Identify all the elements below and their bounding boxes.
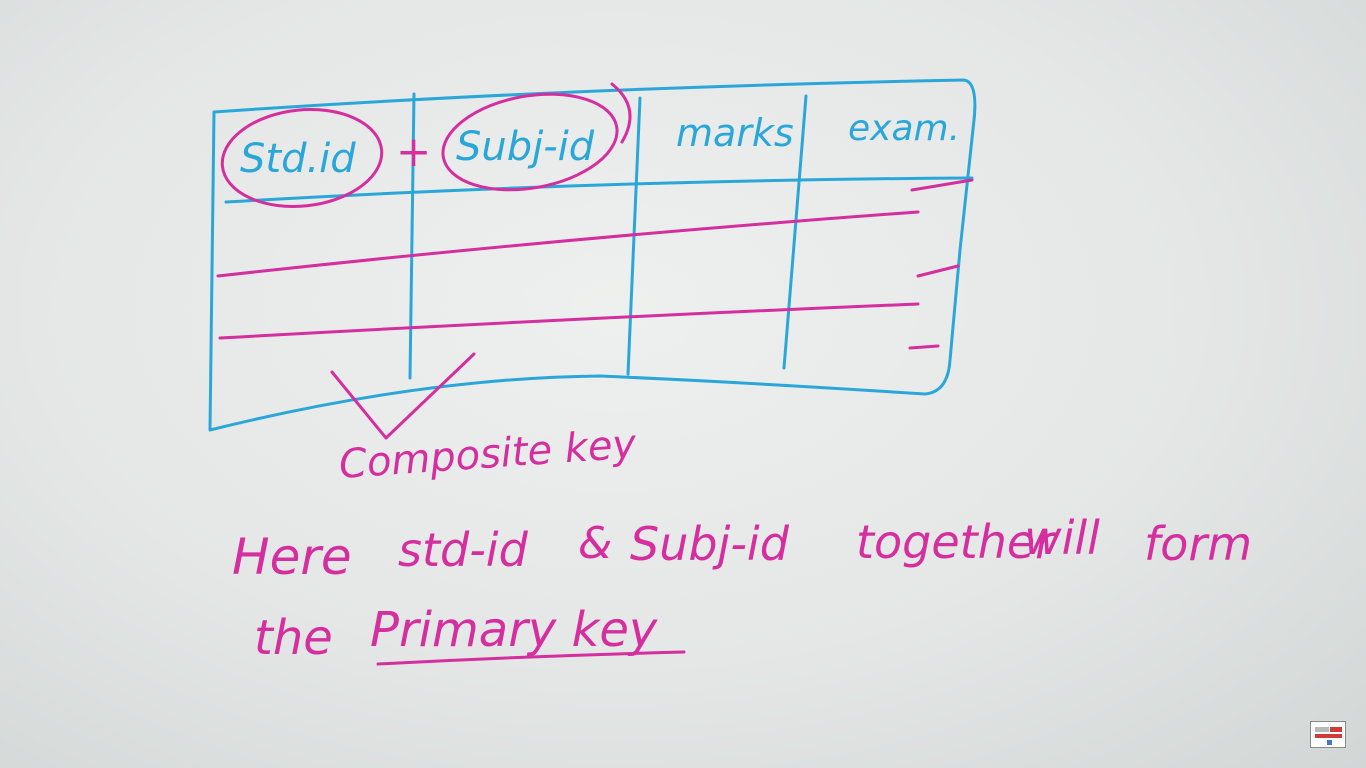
std-id-circle <box>220 108 384 208</box>
sentence-word-together: together <box>856 515 1057 569</box>
sentence-word-subj-id: Subj-id <box>630 517 790 571</box>
sentence-word-will: will <box>1024 511 1100 565</box>
row-tick-2 <box>916 264 960 278</box>
row-tick-1 <box>910 178 974 192</box>
sentence-word-here: Here <box>232 528 352 586</box>
sentence-word-the: the <box>254 610 333 666</box>
sentence-primary-key: Primary key <box>370 602 658 658</box>
header-marks: marks <box>676 111 794 155</box>
table-column-divider-3 <box>782 94 808 370</box>
subj-id-circle-tail <box>610 82 632 144</box>
header-exam: exam. <box>848 108 960 149</box>
header-subj-id: Subj-id <box>456 124 595 170</box>
row-line-1 <box>216 210 920 278</box>
row-tick-3 <box>908 344 940 350</box>
sentence-word-and: & <box>578 518 612 569</box>
sentence-word-std-id: std-id <box>398 523 529 577</box>
sentence-word-form: form <box>1144 517 1252 571</box>
row-line-2 <box>218 302 920 340</box>
primary-key-underline <box>376 650 686 666</box>
composite-key-bracket <box>330 352 476 440</box>
header-std-id: Std.id <box>240 136 356 182</box>
table-outer-border <box>208 78 977 432</box>
channel-logo-icon[interactable] <box>1310 721 1346 748</box>
table-header-divider <box>224 176 974 204</box>
subj-id-circle <box>441 92 619 192</box>
table-grid <box>208 78 977 432</box>
composite-key-label: Composite key <box>337 421 638 488</box>
table-column-divider-1 <box>408 92 416 380</box>
plus-sign: + <box>396 127 431 176</box>
